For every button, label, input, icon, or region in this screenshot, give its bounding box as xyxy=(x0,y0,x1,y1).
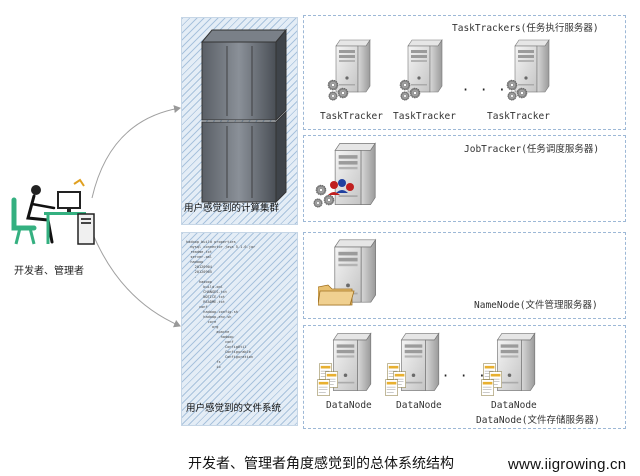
fs-tree-line: 20120904 xyxy=(186,265,212,269)
developer-figure xyxy=(8,178,100,250)
developer-label: 开发者、管理者 xyxy=(14,266,84,277)
datanode-2 xyxy=(385,331,441,405)
fs-tree-text: hadoop build properties mysql connector … xyxy=(186,240,290,370)
fs-tree-line: fs xyxy=(186,360,221,364)
fs-tree-line: server.xml xyxy=(186,255,212,259)
fs-tree-line: conf xyxy=(186,305,208,309)
fs-tree-line: io xyxy=(186,365,221,369)
fs-tree-line: mysql connector java 5.1.6.jar xyxy=(186,245,256,249)
fs-tree-line: build.xml xyxy=(186,285,223,289)
fs-box xyxy=(181,232,298,426)
tasktracker-3 xyxy=(505,38,553,108)
namenode-server xyxy=(317,237,378,313)
fs-tree-line: CHANGES.txt xyxy=(186,290,228,294)
datanode-label-2: DataNode xyxy=(396,400,442,411)
datanode-label-3: DataNode xyxy=(491,400,537,411)
fs-tree-line: Configuration xyxy=(186,355,254,359)
namenode-title: NameNode(文件管理服务器) xyxy=(474,300,598,311)
datanodes-title: DataNode(文件存储服务器) xyxy=(476,415,600,426)
fs-tree-line: org xyxy=(186,325,219,329)
watermark: www.iigrowing.cn xyxy=(508,456,627,473)
tasktracker-label-1: TaskTracker xyxy=(320,111,383,122)
fs-tree-line: 20120905 xyxy=(186,270,212,274)
fs-tree-line: Configurable xyxy=(186,350,251,354)
fs-tree-line: . xyxy=(186,275,197,279)
fs-tree-line: NOTICE.txt xyxy=(186,295,225,299)
fs-tree-line: core xyxy=(186,320,217,324)
tasktracker-1 xyxy=(326,38,374,108)
jobtracker-server xyxy=(312,141,382,217)
fs-tree-line: hadoop-env.sh xyxy=(186,315,232,319)
datanode-ellipsis: · · · xyxy=(443,366,489,385)
fs-tree: hadoop build properties mysql connector … xyxy=(186,240,290,390)
tasktracker-2 xyxy=(398,38,446,108)
fs-tree-line: ConfigUtil xyxy=(186,345,247,349)
rack-icon xyxy=(198,26,290,220)
fs-box-label: 用户感觉到的文件系统 xyxy=(186,403,282,414)
fs-tree-line: hadoop xyxy=(186,260,204,264)
tasktracker-label-3: TaskTracker xyxy=(487,111,550,122)
tasktracker-ellipsis: · · · xyxy=(463,80,509,99)
fs-tree-line: hadoop xyxy=(186,280,212,284)
compute-box-label: 用户感觉到的计算集群 xyxy=(184,203,280,214)
arrow-to-compute xyxy=(91,105,181,199)
fs-tree-line: hadoop-config.sh xyxy=(186,310,238,314)
jobtracker-title: JobTracker(任务调度服务器) xyxy=(464,144,600,155)
tasktrackers-title: TaskTrackers(任务执行服务器) xyxy=(452,23,599,34)
datanode-label-1: DataNode xyxy=(326,400,372,411)
tasktracker-label-2: TaskTracker xyxy=(393,111,456,122)
fs-tree-line: hadoop build properties xyxy=(186,240,236,244)
arrow-to-fs xyxy=(91,231,181,328)
fs-tree-line: apache xyxy=(186,330,230,334)
fs-tree-line: README.txt xyxy=(186,300,225,304)
fs-tree-line: conf xyxy=(186,340,234,344)
datanode-3 xyxy=(481,331,537,405)
diagram-caption: 开发者、管理者角度感觉到的总体系统结构 xyxy=(188,456,454,472)
fs-tree-line: hadoop xyxy=(186,335,234,339)
fs-tree-line: readme.txt xyxy=(186,250,212,254)
datanode-1 xyxy=(317,331,373,405)
